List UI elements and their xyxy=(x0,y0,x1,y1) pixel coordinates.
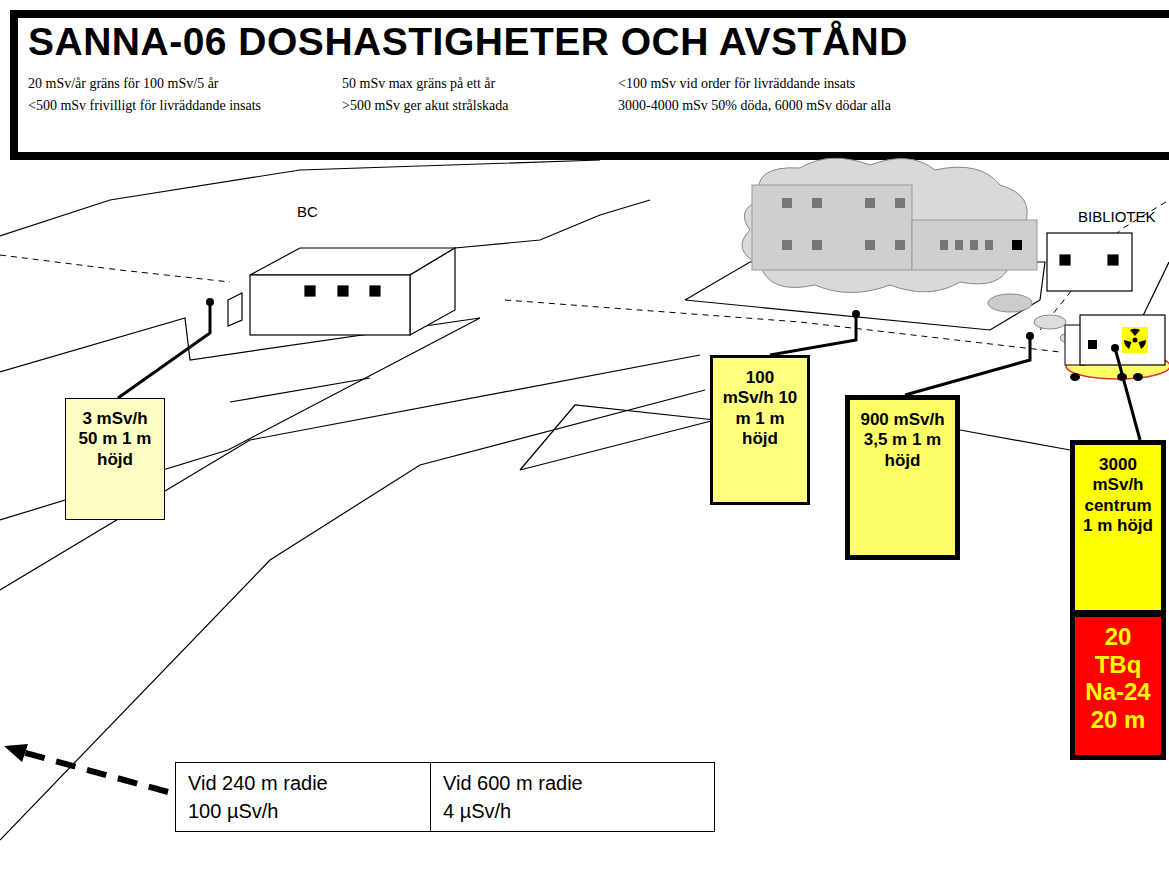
diagram-title: SANNA-06 DOSHASTIGHETER OCH AVSTÅND xyxy=(28,20,908,64)
cloud-windows xyxy=(782,198,1022,250)
header-frame xyxy=(14,14,1169,156)
dose-note: <500 mSv frivilligt för livräddande insa… xyxy=(28,98,261,114)
node-text: 100 µSv/h xyxy=(188,797,418,825)
dose-note: <100 mSv vid order för livräddande insat… xyxy=(618,76,855,92)
dose-callout: 100 mSv/h 10 m 1 m höjd xyxy=(710,355,810,505)
ground-lines xyxy=(0,160,1070,840)
library-building xyxy=(1047,233,1169,322)
dose-note: 20 mSv/år gräns för 100 mSv/5 år xyxy=(28,76,219,92)
node-text: 20 TBq Na-24 20 m xyxy=(1079,623,1157,733)
table-cell: Vid 240 m radie100 µSv/h xyxy=(175,762,431,832)
source-box: 20 TBq Na-24 20 m xyxy=(1070,612,1166,760)
leader-dots xyxy=(206,298,1119,352)
radius-arrow xyxy=(4,744,168,792)
dose-note: 50 mSv max gräns på ett år xyxy=(342,76,495,92)
radioactive-cloud xyxy=(742,158,1080,343)
node-text: Vid 600 m radie xyxy=(443,769,702,797)
dose-callout: 3 mSv/h 50 m 1 m höjd xyxy=(65,398,165,520)
leader-lines xyxy=(118,302,1140,440)
node-text: Vid 240 m radie xyxy=(188,769,418,797)
source-site xyxy=(1065,315,1169,381)
building-name: BC xyxy=(297,203,318,220)
bc-building xyxy=(228,248,455,335)
table-cell: Vid 600 m radie4 µSv/h xyxy=(430,762,715,832)
dose-note: >500 mSv ger akut strålskada xyxy=(342,98,509,114)
dose-note: 3000-4000 mSv 50% döda, 6000 mSv dödar a… xyxy=(618,98,891,114)
building-name: BIBLIOTEK xyxy=(1078,208,1156,225)
dose-callout: 3000 mSv/h centrum 1 m höjd xyxy=(1070,440,1166,615)
node-text: 900 mSv/h 3,5 m 1 m höjd xyxy=(856,410,949,471)
node-text: 4 µSv/h xyxy=(443,797,702,825)
node-text: 3000 mSv/h centrum 1 m höjd xyxy=(1081,455,1155,537)
dose-callout: 900 mSv/h 3,5 m 1 m höjd xyxy=(845,395,960,560)
node-text: 3 mSv/h 50 m 1 m höjd xyxy=(72,409,158,470)
node-text: 100 mSv/h 10 m 1 m höjd xyxy=(719,368,801,450)
